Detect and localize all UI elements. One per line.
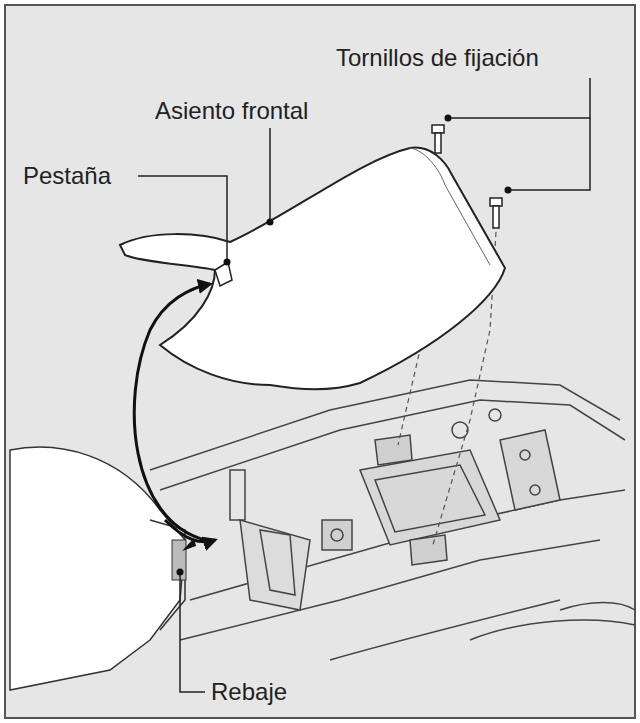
part-label: Pestaña <box>20 162 114 190</box>
part-label: Asiento frontal <box>152 97 311 125</box>
part-label: Rebaje <box>208 678 290 706</box>
part-label: Tornillos de fijación <box>333 44 542 72</box>
